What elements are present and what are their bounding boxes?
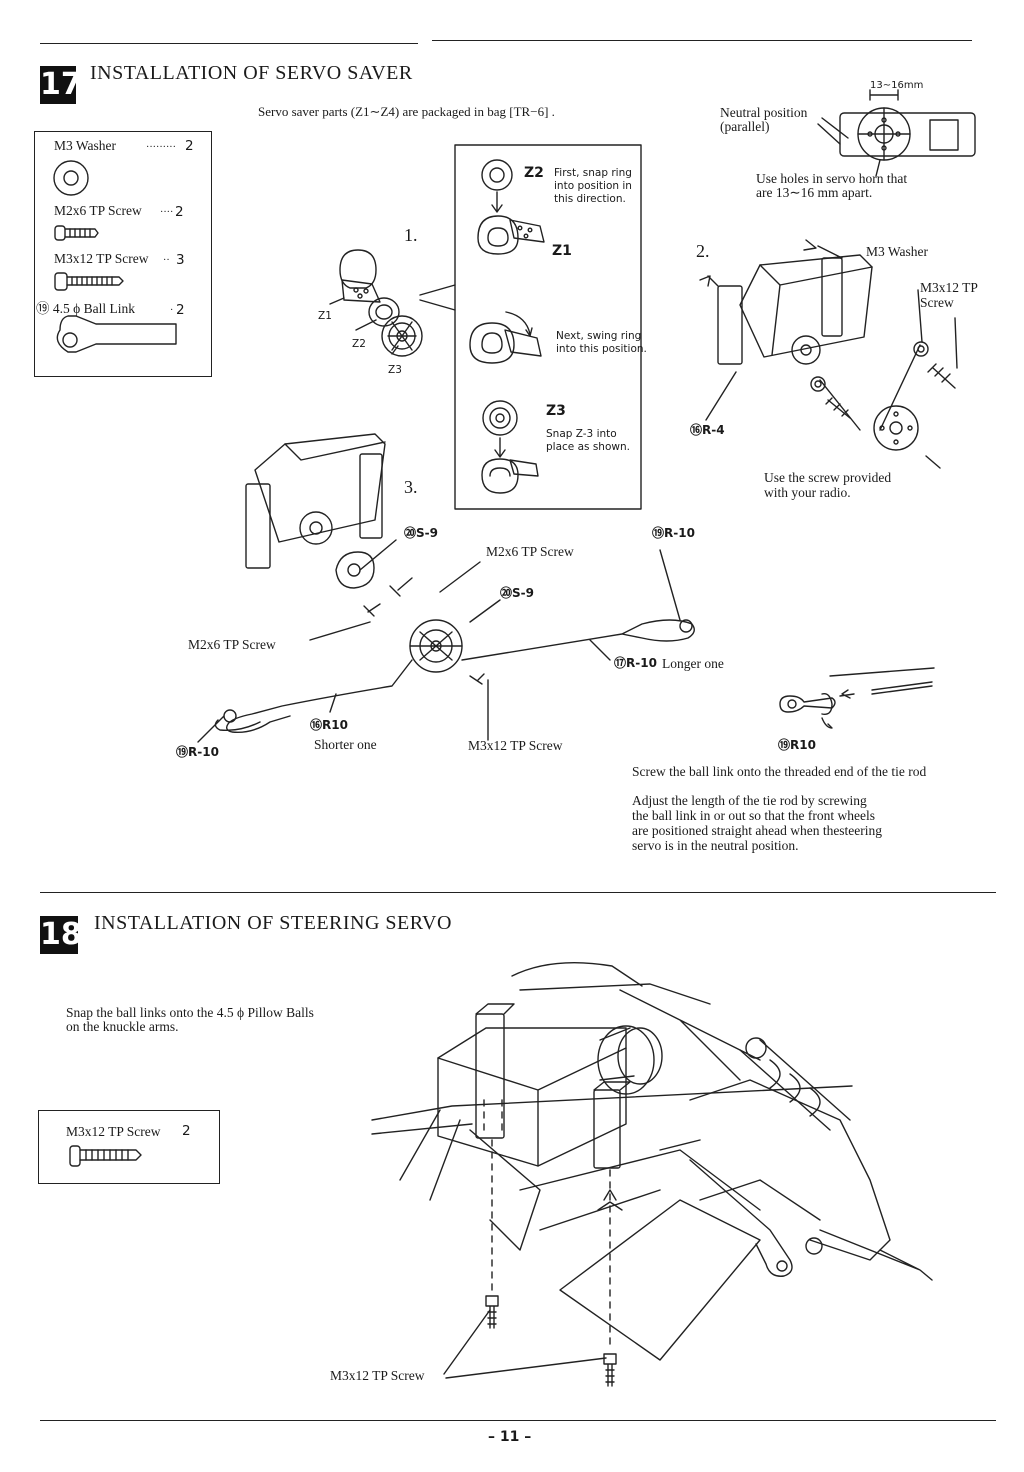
step-3-leader-lines <box>197 539 681 743</box>
step-17-parts-box <box>34 131 212 377</box>
label-m2x6-lower: M2x6 TP Screw <box>188 637 276 652</box>
snap-ring-inset <box>454 144 642 510</box>
label-r10-short-code: ⑯R10 <box>310 718 348 732</box>
step-17-title: INSTALLATION OF SERVO SAVER <box>90 62 413 84</box>
part-dots: ···· <box>160 207 174 218</box>
step-18-part-qty: 2 <box>182 1123 191 1139</box>
neutral-dimension: 13∼16mm <box>870 80 924 91</box>
tie-rod-part-label: ⑲R10 <box>778 738 816 752</box>
part-qty: 2 <box>175 204 184 220</box>
washer-icon <box>53 160 89 196</box>
label-r10-right: ⑲R-10 <box>652 526 695 540</box>
label-r10-longer-code: ⑰R-10 <box>614 656 657 670</box>
neutral-servo-diagram <box>817 89 976 177</box>
tie-rod-screw-text: Screw the ball link onto the threaded en… <box>632 764 927 779</box>
top-rule-left <box>40 43 418 44</box>
step-18-title: INSTALLATION OF STEERING SERVO <box>94 912 452 934</box>
part-qty: 2 <box>185 138 194 154</box>
step-18-screw-label: M3x12 TP Screw <box>330 1368 425 1383</box>
label-z3: Z3 <box>388 364 402 376</box>
sub-step-1-label: 1. <box>404 225 418 245</box>
part-name: ⑲ 4.5 ϕ Ball Link <box>36 301 135 316</box>
step-2-part-r4: ⑯R-4 <box>690 423 725 437</box>
page-number: – 11 – <box>488 1429 532 1445</box>
ball-link-icon <box>56 315 177 353</box>
part-dots: · <box>170 305 174 316</box>
inset-z2-label: Z2 <box>524 165 544 181</box>
label-r10-longer-text: Longer one <box>662 656 724 671</box>
label-z1: Z1 <box>318 310 332 322</box>
part-name: M3 Washer <box>54 138 117 153</box>
step-18-screw-icon <box>69 1145 142 1167</box>
inset-z3-label: Z3 <box>546 403 566 419</box>
step-17-intro: Servo saver parts (Z1∼Z4) are packaged i… <box>258 104 555 119</box>
step-18-parts-box <box>38 1110 220 1184</box>
sub-step-2-label: 2. <box>696 241 710 261</box>
label-m3x12-step3: M3x12 TP Screw <box>468 738 563 753</box>
step-1-parts-drawing <box>329 249 456 357</box>
top-rule-right <box>432 40 972 41</box>
inset-drawings <box>469 159 545 494</box>
step-17-number: 17 <box>40 66 82 104</box>
inset-z1-label: Z1 <box>552 243 572 259</box>
part-qty: 3 <box>176 252 185 268</box>
chassis-drawing <box>371 961 933 1387</box>
step-3-servo-assembly <box>214 433 695 733</box>
step-2-m3-washer-label: M3 Washer <box>866 244 929 259</box>
label-z2: Z2 <box>352 338 366 350</box>
step-2-servo-drawing <box>699 239 958 469</box>
section-divider <box>40 892 996 893</box>
part-qty: 2 <box>176 302 185 318</box>
m3x12-screw-icon <box>54 272 124 291</box>
label-r10-short-text: Shorter one <box>314 737 377 752</box>
label-s9-lower: ⑳S-9 <box>500 586 534 600</box>
part-dots: ········· <box>146 142 176 153</box>
m2x6-screw-icon <box>54 225 99 241</box>
tie-rod-ball-link-drawing <box>779 667 935 729</box>
footer-rule <box>40 1420 996 1421</box>
label-r10-left: ⑲R-10 <box>176 745 219 759</box>
step-18-number: 18 <box>40 916 82 954</box>
sub-step-3-label: 3. <box>404 477 418 497</box>
label-s9-upper: ⑳S-9 <box>404 526 438 540</box>
step-18-part-name: M3x12 TP Screw <box>66 1124 161 1139</box>
part-name: M2x6 TP Screw <box>54 203 142 218</box>
part-dots: ·· <box>163 255 170 266</box>
label-m2x6-upper: M2x6 TP Screw <box>486 544 574 559</box>
part-name: M3x12 TP Screw <box>54 251 149 266</box>
